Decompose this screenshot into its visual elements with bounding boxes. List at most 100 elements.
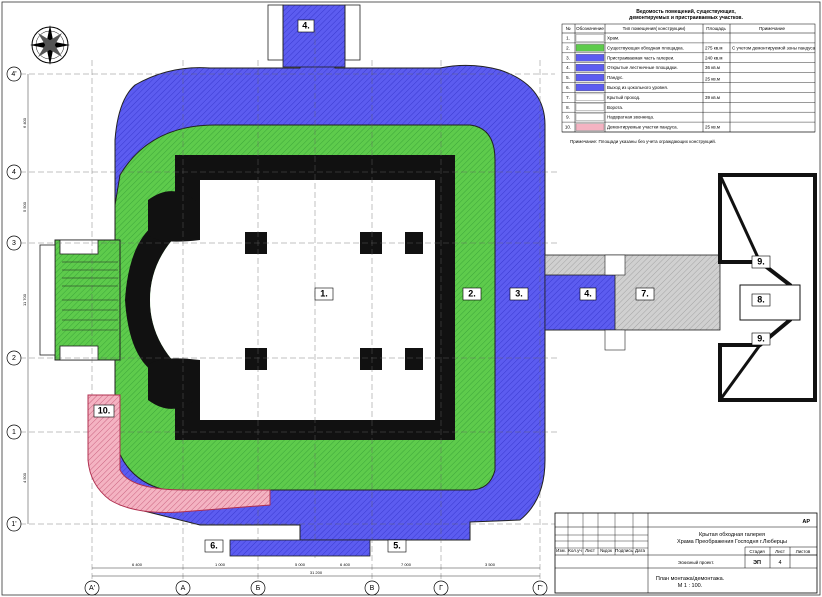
- table-cell: Надвратная звонница.: [607, 115, 654, 120]
- legend-swatch: [575, 93, 605, 101]
- room-statement-table: Ведомость помещений, существующих, демон…: [555, 5, 817, 150]
- tb-col: Изм.: [556, 548, 566, 553]
- legend-swatch: [575, 44, 605, 52]
- table-title: демонтируемых и пристраиваемых участков.: [629, 15, 743, 21]
- basement-exit: [229, 539, 371, 557]
- dimension-label: 5 500: [22, 201, 27, 212]
- dimension-label: 11 700: [22, 293, 27, 306]
- room-label: 9.: [757, 256, 765, 266]
- table-cell: 9.: [566, 115, 570, 120]
- sheet-header: Лист: [775, 549, 785, 554]
- title-block: Изм. Кол.уч Лист №док Подпись Дата АР Кр…: [554, 512, 818, 594]
- west-stair-steps: [62, 261, 118, 331]
- table-cell-merged: 25 кв.м: [705, 77, 720, 82]
- axis-label: А: [181, 585, 186, 592]
- table-title: Ведомость помещений, существующих,: [636, 8, 736, 15]
- axis-label: В: [370, 585, 375, 592]
- table-cell: 36 кв.м: [705, 65, 720, 70]
- tb-col: Подпись: [615, 548, 633, 553]
- project-name: Храма Преображения Господня г.Люберцы: [677, 539, 787, 545]
- column-axis-markers: А' А Б В Г Г': [84, 580, 548, 596]
- table-cell: 5.: [566, 75, 570, 80]
- axis-label: 1': [11, 521, 16, 528]
- table-cell: Крытый проход.: [607, 94, 640, 100]
- legend-swatch: [575, 83, 605, 92]
- axis-label: Б: [256, 585, 261, 592]
- table-cell: 8.: [566, 105, 570, 110]
- legend-swatch: [575, 113, 605, 121]
- axis-label: Г': [537, 585, 542, 592]
- tb-col: №док: [600, 548, 612, 553]
- room-label: 6.: [210, 540, 218, 550]
- table-cell: 2.: [566, 45, 570, 50]
- table-cell: Демонтируемые участки пандуса.: [607, 125, 678, 130]
- room-label: 3.: [515, 288, 523, 298]
- table-cell: 6.: [566, 85, 570, 90]
- table-cell: С учетом демонтируемой зоны пандуса: [732, 44, 816, 50]
- table-header: №: [566, 26, 571, 31]
- sheet-code: АР: [802, 519, 810, 525]
- tb-col: Дата: [635, 548, 645, 553]
- legend-swatch: [575, 103, 605, 111]
- legend-swatch: [575, 34, 605, 42]
- tb-col: Кол.уч: [568, 548, 582, 553]
- table-cell: 25 кв.м: [705, 125, 720, 130]
- table-cell: 7.: [566, 95, 570, 100]
- table-cell: 1.: [566, 36, 570, 41]
- demolished-ramp: [87, 394, 271, 513]
- project-stage-name: Эскизный проект.: [678, 559, 714, 565]
- room-label: 4.: [584, 288, 592, 298]
- table-cell: Храм.: [607, 36, 619, 41]
- stage-value: ЭП: [753, 560, 761, 566]
- legend-swatch: [575, 73, 605, 82]
- dimension-label: 5 000: [295, 562, 306, 567]
- table-cell: Существующая обходная площадка.: [607, 45, 684, 50]
- dimension-label: 3 500: [485, 562, 496, 567]
- axis-label: Г: [439, 585, 443, 592]
- table-cell: Ворота.: [607, 105, 623, 110]
- room-label: 2.: [468, 288, 476, 298]
- drawing-scale: М 1 : 100.: [678, 583, 703, 589]
- table-cell: 4.: [566, 65, 570, 70]
- room-label: 4.: [302, 20, 310, 30]
- axis-label: 3: [12, 240, 16, 247]
- table-header: Площадь: [706, 26, 726, 31]
- dimension-label: 6 400: [22, 117, 27, 128]
- room-label: 10.: [98, 405, 111, 415]
- room-label: 5.: [393, 540, 401, 550]
- table-header: Тип помещения( конструкции): [623, 26, 686, 31]
- sheets-header: Листов: [796, 549, 811, 554]
- dimension-label: 1 000: [215, 562, 226, 567]
- project-name: Крытая обходная галерея: [699, 532, 765, 538]
- dimension-label: 4 500: [22, 472, 27, 483]
- table-body: 1. Храм. 2. Существующая обходная площадка.…: [562, 34, 816, 133]
- stage-header: Стадия: [749, 549, 765, 554]
- axis-label: 4': [11, 71, 16, 78]
- room-label: 7.: [641, 288, 649, 298]
- room-label: 8.: [757, 294, 765, 304]
- table-cell: Пристраиваемая часть галереи.: [607, 55, 674, 60]
- table-header: Примечание: [759, 26, 786, 31]
- room-label: 9.: [757, 333, 765, 343]
- axis-label: 2: [12, 355, 16, 362]
- table-cell: 240 кв.м: [705, 55, 722, 60]
- row-axis-markers: 4' 4 3 2 1 1': [6, 66, 22, 532]
- room-labels: 1. 2. 3. 4. 4. 5. 6. 7. 8. 9. 9. 10.: [93, 19, 771, 553]
- legend-swatch: [575, 64, 605, 72]
- table-cell: Выход из цокольного уровня.: [607, 85, 668, 90]
- tb-col: Лист: [585, 548, 595, 553]
- table-cell: Пандус.: [607, 75, 624, 80]
- table-cell: 3.: [566, 55, 570, 60]
- table-cell: Открытые лестничные площадки.: [607, 65, 678, 70]
- axis-label: 1: [12, 429, 16, 436]
- table-cell: 275 кв.м: [705, 45, 722, 50]
- table-footnote: Примечание: Площади указаны без учета ог…: [570, 138, 716, 144]
- dimension-label: 6 400: [340, 562, 351, 567]
- legend-swatch: [575, 54, 605, 62]
- table-header: Обозначение: [576, 26, 604, 31]
- axis-label: А': [89, 585, 95, 592]
- dimension-lines: 6 400 1 000 5 000 6 400 7 000 3 500 31 2…: [22, 74, 540, 577]
- compass-rose-icon: [30, 25, 70, 65]
